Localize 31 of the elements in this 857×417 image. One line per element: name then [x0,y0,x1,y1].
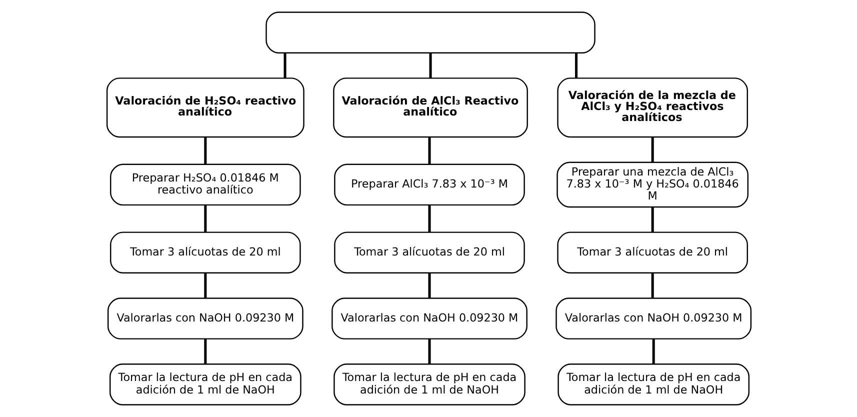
node-box: Tomar 3 alícuotas de 20 ml [110,232,300,274]
node-box: Tomar 3 alícuotas de 20 ml [556,232,748,274]
node-box: Valoración de la mezcla de AlCl₃ y H₂SO₄ reactivos analíticos [556,78,748,138]
node-box: Valorarlas con NaOH 0.09230 M [106,298,303,340]
node-box: Tomar la lectura de pH en cada adición de 1 ml de NaOH [333,364,525,406]
node-box: Tomar la lectura de pH en cada adición de 1 ml de NaOH [109,364,301,406]
connector [428,53,432,78]
connector [650,137,654,162]
connector [204,205,206,232]
connector [652,339,654,364]
connector [574,53,578,78]
node-box: Valorarlas con NaOH 0.09230 M [555,298,752,340]
node-box: Tomar 3 alícuotas de 20 ml [334,232,524,274]
node-box: Preparar H₂SO₄ 0.01846 M reactivo analítico [110,164,300,206]
connector [428,273,430,298]
connector [650,273,654,298]
node-box: Valorarlas con NaOH 0.09230 M [331,298,527,340]
node-box: Preparar AlCl₃ 7.83 x 10⁻³ M [334,164,524,206]
connector [428,339,430,364]
node-box: Preparar una mezcla de AlCl₃ 7.83 x 10⁻³ M y H₂SO₄ 0.01846 M [556,162,748,208]
node-box: Valoración de H₂SO₄ reactivo analítico [106,78,304,138]
connector [204,273,206,298]
connector [283,53,286,78]
connector [428,205,430,232]
connector [428,137,430,164]
node-box: Tomar la lectura de pH en cada adición de 1 ml de NaOH [557,364,750,406]
connector [204,137,206,164]
connector [650,207,654,232]
connector [204,339,206,364]
node-box [265,12,595,54]
node-box: Valoración de AlCl₃ Reactivo analítico [332,78,528,138]
